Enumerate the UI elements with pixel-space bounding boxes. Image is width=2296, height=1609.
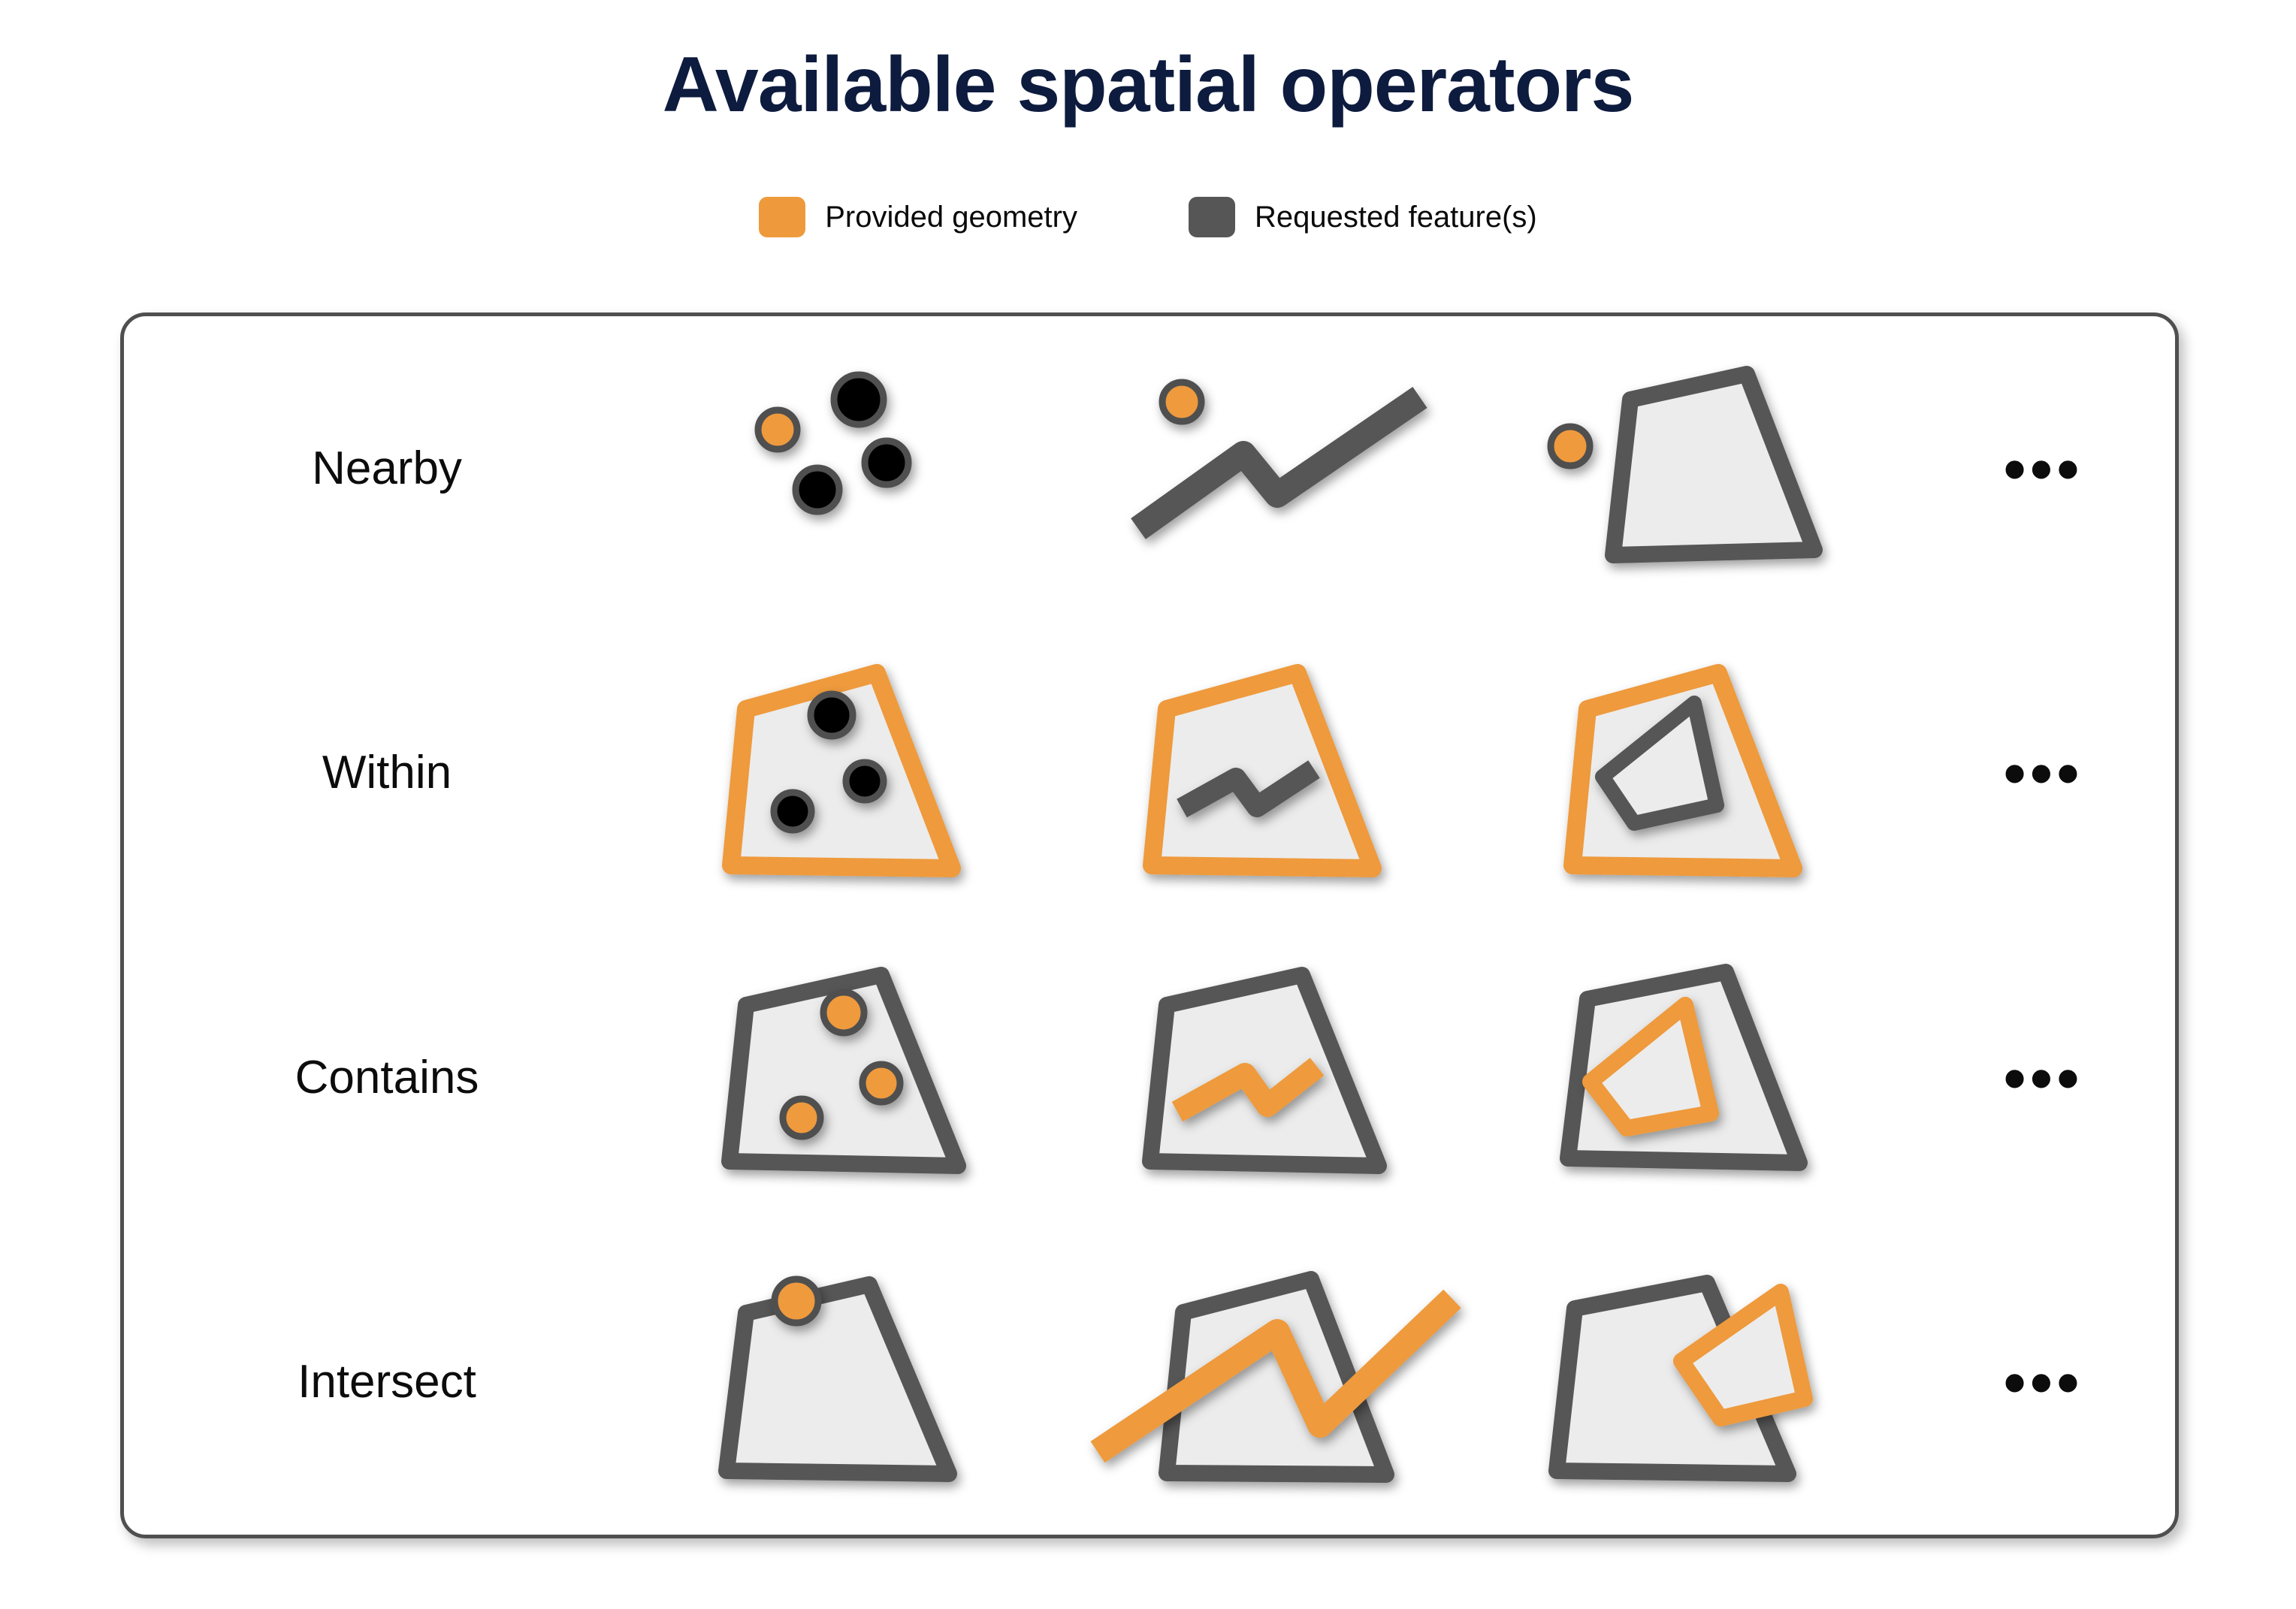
requested-line bbox=[1177, 760, 1320, 818]
cell-nearby-line bbox=[1071, 316, 1491, 621]
requested-point bbox=[792, 464, 843, 515]
legend-label-requested-features: Requested feature(s) bbox=[1254, 201, 1537, 234]
requested-polygon bbox=[1142, 966, 1387, 1174]
cell-within-points bbox=[650, 621, 1071, 926]
provided-point bbox=[1547, 423, 1594, 469]
cell-nearby-points bbox=[650, 316, 1071, 621]
cell-contains-polygon bbox=[1491, 925, 1912, 1230]
provided-point bbox=[754, 406, 801, 453]
requested-polygon bbox=[1548, 1275, 1796, 1483]
legend-swatch-orange-icon bbox=[759, 197, 806, 237]
provided-polygon bbox=[1673, 1284, 1813, 1427]
row-more-nearby: ••• bbox=[2003, 433, 2084, 504]
legend-label-provided-geometry: Provided geometry bbox=[825, 201, 1077, 234]
operators-card: Nearby bbox=[120, 312, 2179, 1538]
page-title: Available spatial operators bbox=[662, 41, 1635, 128]
cell-intersect-points bbox=[650, 1230, 1071, 1535]
provided-point bbox=[1159, 379, 1205, 425]
row-more-within: ••• bbox=[2003, 738, 2084, 809]
requested-point bbox=[807, 690, 856, 740]
provided-point bbox=[859, 1061, 904, 1106]
provided-point bbox=[820, 989, 868, 1037]
provided-point bbox=[779, 1095, 824, 1140]
row-label-contains: Contains bbox=[295, 1051, 479, 1103]
row-label-intersect: Intersect bbox=[298, 1356, 476, 1408]
provided-polygon bbox=[1582, 996, 1719, 1137]
cell-contains-points bbox=[650, 925, 1071, 1230]
row-more-contains: ••• bbox=[2003, 1042, 2084, 1113]
requested-polygon bbox=[1605, 365, 1823, 563]
cell-intersect-polygon bbox=[1491, 1230, 1912, 1535]
requested-points-group bbox=[792, 371, 912, 515]
cell-within-line bbox=[1071, 621, 1491, 926]
legend: Provided geometry Requested feature(s) bbox=[0, 197, 2296, 237]
provided-line bbox=[1171, 1057, 1325, 1121]
operators-grid: Nearby bbox=[124, 316, 2175, 1535]
requested-point bbox=[861, 437, 912, 488]
row-more-intersect: ••• bbox=[2003, 1347, 2084, 1418]
requested-line bbox=[1131, 386, 1427, 539]
provided-point bbox=[771, 1275, 822, 1327]
provided-polygon bbox=[1143, 664, 1382, 878]
requested-polygon bbox=[1595, 696, 1724, 832]
cell-within-polygon bbox=[1491, 621, 1912, 926]
legend-swatch-gray-icon bbox=[1188, 197, 1235, 237]
requested-point bbox=[770, 789, 815, 834]
cell-intersect-line bbox=[1071, 1230, 1491, 1535]
requested-point bbox=[830, 371, 887, 428]
cell-contains-line bbox=[1071, 925, 1491, 1230]
legend-item-requested-features: Requested feature(s) bbox=[1188, 197, 1537, 237]
cell-nearby-polygon bbox=[1491, 316, 1912, 621]
requested-polygon bbox=[718, 1276, 957, 1483]
row-label-nearby: Nearby bbox=[312, 442, 462, 494]
provided-line bbox=[1090, 1289, 1461, 1463]
legend-item-provided-geometry: Provided geometry bbox=[759, 197, 1077, 237]
row-label-within: Within bbox=[322, 747, 452, 799]
requested-point bbox=[842, 759, 887, 804]
